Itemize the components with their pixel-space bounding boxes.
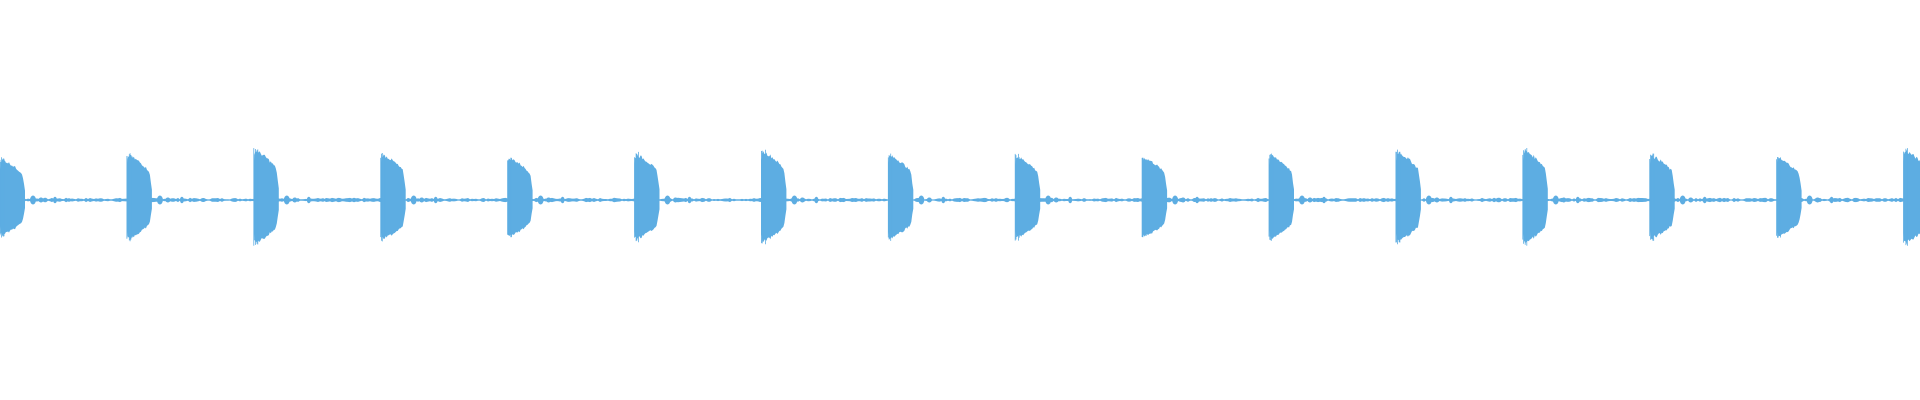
waveform-ripple bbox=[179, 196, 184, 204]
waveform-ripple bbox=[1462, 198, 1467, 202]
waveform-ripple bbox=[165, 197, 171, 203]
waveform-ripple bbox=[1829, 196, 1834, 204]
waveform-ripple bbox=[701, 198, 706, 202]
waveform-ripple bbox=[1307, 197, 1313, 203]
waveform-burst-body bbox=[380, 154, 406, 240]
waveform-ripple bbox=[1552, 195, 1559, 205]
waveform-burst-body bbox=[507, 158, 533, 236]
waveform-burst-body bbox=[888, 155, 914, 239]
waveform-ripple bbox=[687, 196, 692, 204]
waveform-burst bbox=[1268, 153, 1340, 241]
waveform-burst-body bbox=[0, 159, 25, 236]
waveform-burst bbox=[253, 148, 325, 246]
waveform-ripple bbox=[306, 196, 311, 204]
waveform-burst-body bbox=[1269, 154, 1294, 239]
waveform-burst bbox=[887, 153, 960, 241]
waveform-ripple bbox=[1806, 195, 1813, 205]
waveform-burst bbox=[0, 157, 71, 238]
waveform-ripple bbox=[1575, 196, 1580, 204]
waveform-ripple bbox=[156, 195, 163, 205]
waveform-burst bbox=[1776, 157, 1848, 238]
waveform-ripple bbox=[410, 195, 417, 205]
waveform-ripple bbox=[433, 196, 438, 204]
waveform-ripple bbox=[1045, 195, 1052, 205]
waveform-ripple bbox=[941, 196, 946, 204]
waveform-ripple bbox=[1336, 198, 1340, 202]
waveform-ripple bbox=[673, 197, 678, 203]
waveform-signal bbox=[0, 148, 1920, 246]
waveform-baseline bbox=[0, 197, 1920, 203]
waveform-ripple bbox=[1425, 195, 1432, 205]
waveform-ripple bbox=[560, 196, 565, 204]
waveform-burst-body bbox=[634, 154, 660, 239]
waveform-ripple bbox=[53, 196, 57, 204]
waveform-ripple bbox=[1561, 197, 1567, 203]
waveform-ripple bbox=[67, 198, 71, 202]
waveform-ripple bbox=[1299, 195, 1305, 205]
waveform-ripple bbox=[1716, 198, 1721, 202]
waveform-ripple bbox=[1448, 196, 1453, 204]
waveform-burst-body bbox=[1142, 157, 1168, 237]
waveform-burst bbox=[761, 149, 833, 245]
waveform-ripple bbox=[791, 195, 798, 205]
waveform-burst bbox=[634, 151, 706, 243]
waveform-ripple bbox=[814, 196, 819, 204]
waveform-ripple bbox=[1209, 198, 1214, 202]
waveform-burst bbox=[1649, 153, 1721, 241]
waveform-burst-body bbox=[253, 151, 279, 242]
waveform-burst bbox=[1395, 149, 1467, 245]
waveform-burst-body bbox=[1649, 155, 1675, 239]
waveform-burst bbox=[1141, 157, 1214, 238]
waveform-burst bbox=[507, 157, 579, 238]
waveform-ripple bbox=[1702, 196, 1707, 204]
waveform-burst-body bbox=[1395, 153, 1421, 241]
waveform-burst bbox=[1014, 153, 1087, 241]
waveform-ripple bbox=[38, 197, 44, 203]
waveform-ripple bbox=[799, 197, 805, 203]
waveform-ripple bbox=[1843, 198, 1848, 202]
waveform-ripple bbox=[1172, 195, 1179, 205]
waveform-ripple bbox=[1589, 198, 1594, 202]
waveform-burst-body bbox=[761, 151, 787, 243]
waveform-ripple bbox=[664, 195, 671, 205]
waveform-ripple bbox=[193, 198, 198, 202]
waveform-burst-body bbox=[126, 155, 152, 239]
waveform-ripple bbox=[320, 198, 325, 202]
waveform-burst bbox=[1522, 148, 1594, 246]
waveform-ripple bbox=[1195, 196, 1200, 204]
waveform-burst-body bbox=[1776, 158, 1802, 237]
waveform-burst bbox=[380, 153, 452, 242]
waveform-ripple bbox=[1679, 195, 1686, 205]
waveform-ripple bbox=[1082, 198, 1087, 202]
waveform-burst-body bbox=[1522, 150, 1548, 243]
waveform-ripple bbox=[447, 198, 452, 202]
waveform-ripple bbox=[574, 198, 579, 202]
waveform-ripple bbox=[828, 198, 833, 202]
waveform-ripple bbox=[1180, 197, 1186, 203]
waveform-ripple bbox=[955, 198, 960, 202]
waveform-burst bbox=[1903, 148, 1920, 246]
waveform-ripple bbox=[918, 195, 925, 205]
waveform-ripple bbox=[1068, 196, 1073, 204]
waveform-ripple bbox=[292, 197, 298, 203]
waveform-burst bbox=[126, 153, 198, 242]
waveform-ripple bbox=[1815, 197, 1821, 203]
waveform-ripple bbox=[1322, 196, 1326, 204]
waveform-ripple bbox=[1434, 197, 1440, 203]
waveform-ripple bbox=[283, 195, 290, 205]
waveform-burst-body bbox=[1015, 157, 1041, 237]
waveform-ripple bbox=[546, 197, 552, 203]
waveform-ripple bbox=[419, 197, 425, 203]
waveform-ripple bbox=[926, 197, 932, 203]
waveform-ripple bbox=[1053, 197, 1059, 203]
waveform-ripple bbox=[1688, 197, 1694, 203]
waveform-ripple bbox=[537, 195, 544, 205]
waveform-ripple bbox=[30, 195, 36, 205]
